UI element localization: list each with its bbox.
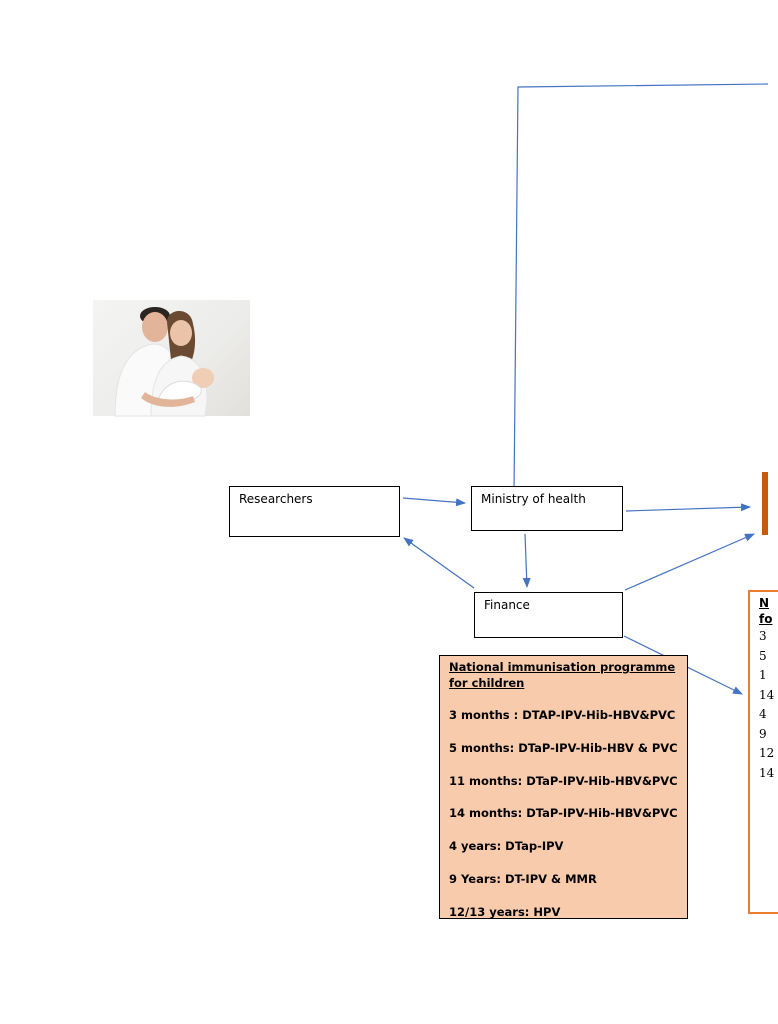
researchers-label: Researchers [239, 492, 313, 506]
finance-label: Finance [484, 598, 530, 612]
immunisation-schedule-box: National immunisation programme for chil… [439, 655, 688, 919]
family-photo [93, 300, 250, 417]
finance-to-upper-right-arrow [624, 533, 755, 591]
orange-box-edge [762, 472, 768, 535]
schedule-line: 14 months: DTaP-IPV-Hib-HBV&PVC [449, 806, 678, 821]
partial-schedule-line: 12 [759, 746, 775, 760]
partial-schedule-title-line: N [759, 596, 770, 610]
family-photo-illustration [114, 307, 214, 417]
partial-schedule-line: 14 [759, 765, 775, 780]
ministry-of-health-node: Ministry of health [471, 486, 623, 531]
ministry-to-finance-arrow [522, 533, 531, 588]
researchers-node: Researchers [229, 486, 400, 537]
finance-to-researchers-arrow [403, 537, 475, 589]
finance-node: Finance [474, 592, 623, 638]
schedule-line: 4 years: DTap-IPV [449, 839, 564, 854]
ministry-label: Ministry of health [481, 492, 586, 506]
partial-schedule-line: 4 [759, 707, 767, 721]
ministry-to-right-arrow [625, 503, 751, 512]
partial-schedule-title-line: fo [759, 612, 773, 626]
schedule-line: 5 months: DTaP-IPV-Hib-HBV & PVC [449, 740, 678, 755]
partial-schedule-line: 9 [759, 726, 767, 741]
schedule-line: 11 months: DTaP-IPV-Hib-HBV&PVC [449, 773, 678, 788]
ministry-to-top-connector [513, 83, 769, 493]
partial-schedule-line: 14 [759, 687, 775, 702]
researchers-to-ministry-arrow [402, 497, 466, 507]
partial-schedule-line: 5 [759, 648, 767, 663]
schedule-line: 3 months : DTAP-IPV-Hib-HBV&PVC [449, 708, 676, 722]
partial-schedule-line: 1 [759, 668, 767, 682]
schedule-title: National immunisation programme for chil… [449, 660, 676, 690]
schedule-line: 12/13 years: HPV [449, 904, 561, 919]
schedule-line: 9 Years: DT-IPV & MMR [449, 871, 597, 886]
partial-schedule-box: N fo 3 5 1 14 4 9 12 14 [748, 590, 778, 914]
partial-schedule-line: 3 [759, 629, 767, 643]
